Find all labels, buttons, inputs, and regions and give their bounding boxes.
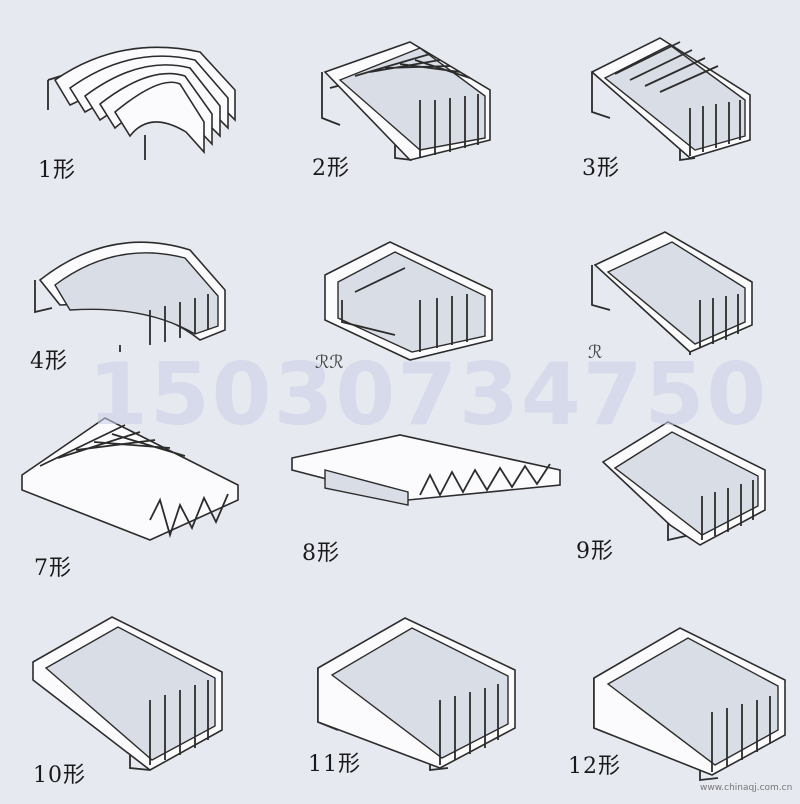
- label-shape-1: 1形: [38, 158, 76, 183]
- bellows-shape-2: [321, 41, 491, 161]
- bellows-shape-8: [291, 434, 561, 506]
- bellows-shape-3: [590, 37, 751, 162]
- bellows-shape-9: [601, 421, 766, 546]
- bellows-shape-11: [317, 617, 516, 772]
- label-shape-11: 11形: [308, 752, 361, 777]
- bellows-shape-1: [47, 46, 236, 160]
- bellows-shape-12: [593, 627, 786, 782]
- smudged-mark: ℛ: [588, 342, 603, 363]
- watermark-phone-number: 15030734750: [88, 345, 769, 445]
- label-shape-10: 10形: [33, 763, 86, 788]
- bellows-shape-4: [34, 241, 226, 352]
- bellows-shape-6: [591, 231, 753, 355]
- site-url: www.chinaqj.com.cn: [700, 783, 793, 793]
- label-shape-8: 8形: [302, 541, 340, 566]
- label-shape-3: 3形: [582, 156, 620, 181]
- label-shape-2: 2形: [312, 156, 350, 181]
- bellows-shape-5: [324, 241, 493, 361]
- bellows-shape-10: [32, 616, 223, 771]
- label-shape-4: 4形: [30, 349, 68, 374]
- label-shape-12: 12形: [568, 754, 621, 779]
- bellows-shape-7: [21, 417, 239, 541]
- label-shape-9: 9形: [576, 539, 614, 564]
- smudged-mark: ℛℛ: [315, 352, 344, 373]
- label-shape-7: 7形: [34, 556, 72, 581]
